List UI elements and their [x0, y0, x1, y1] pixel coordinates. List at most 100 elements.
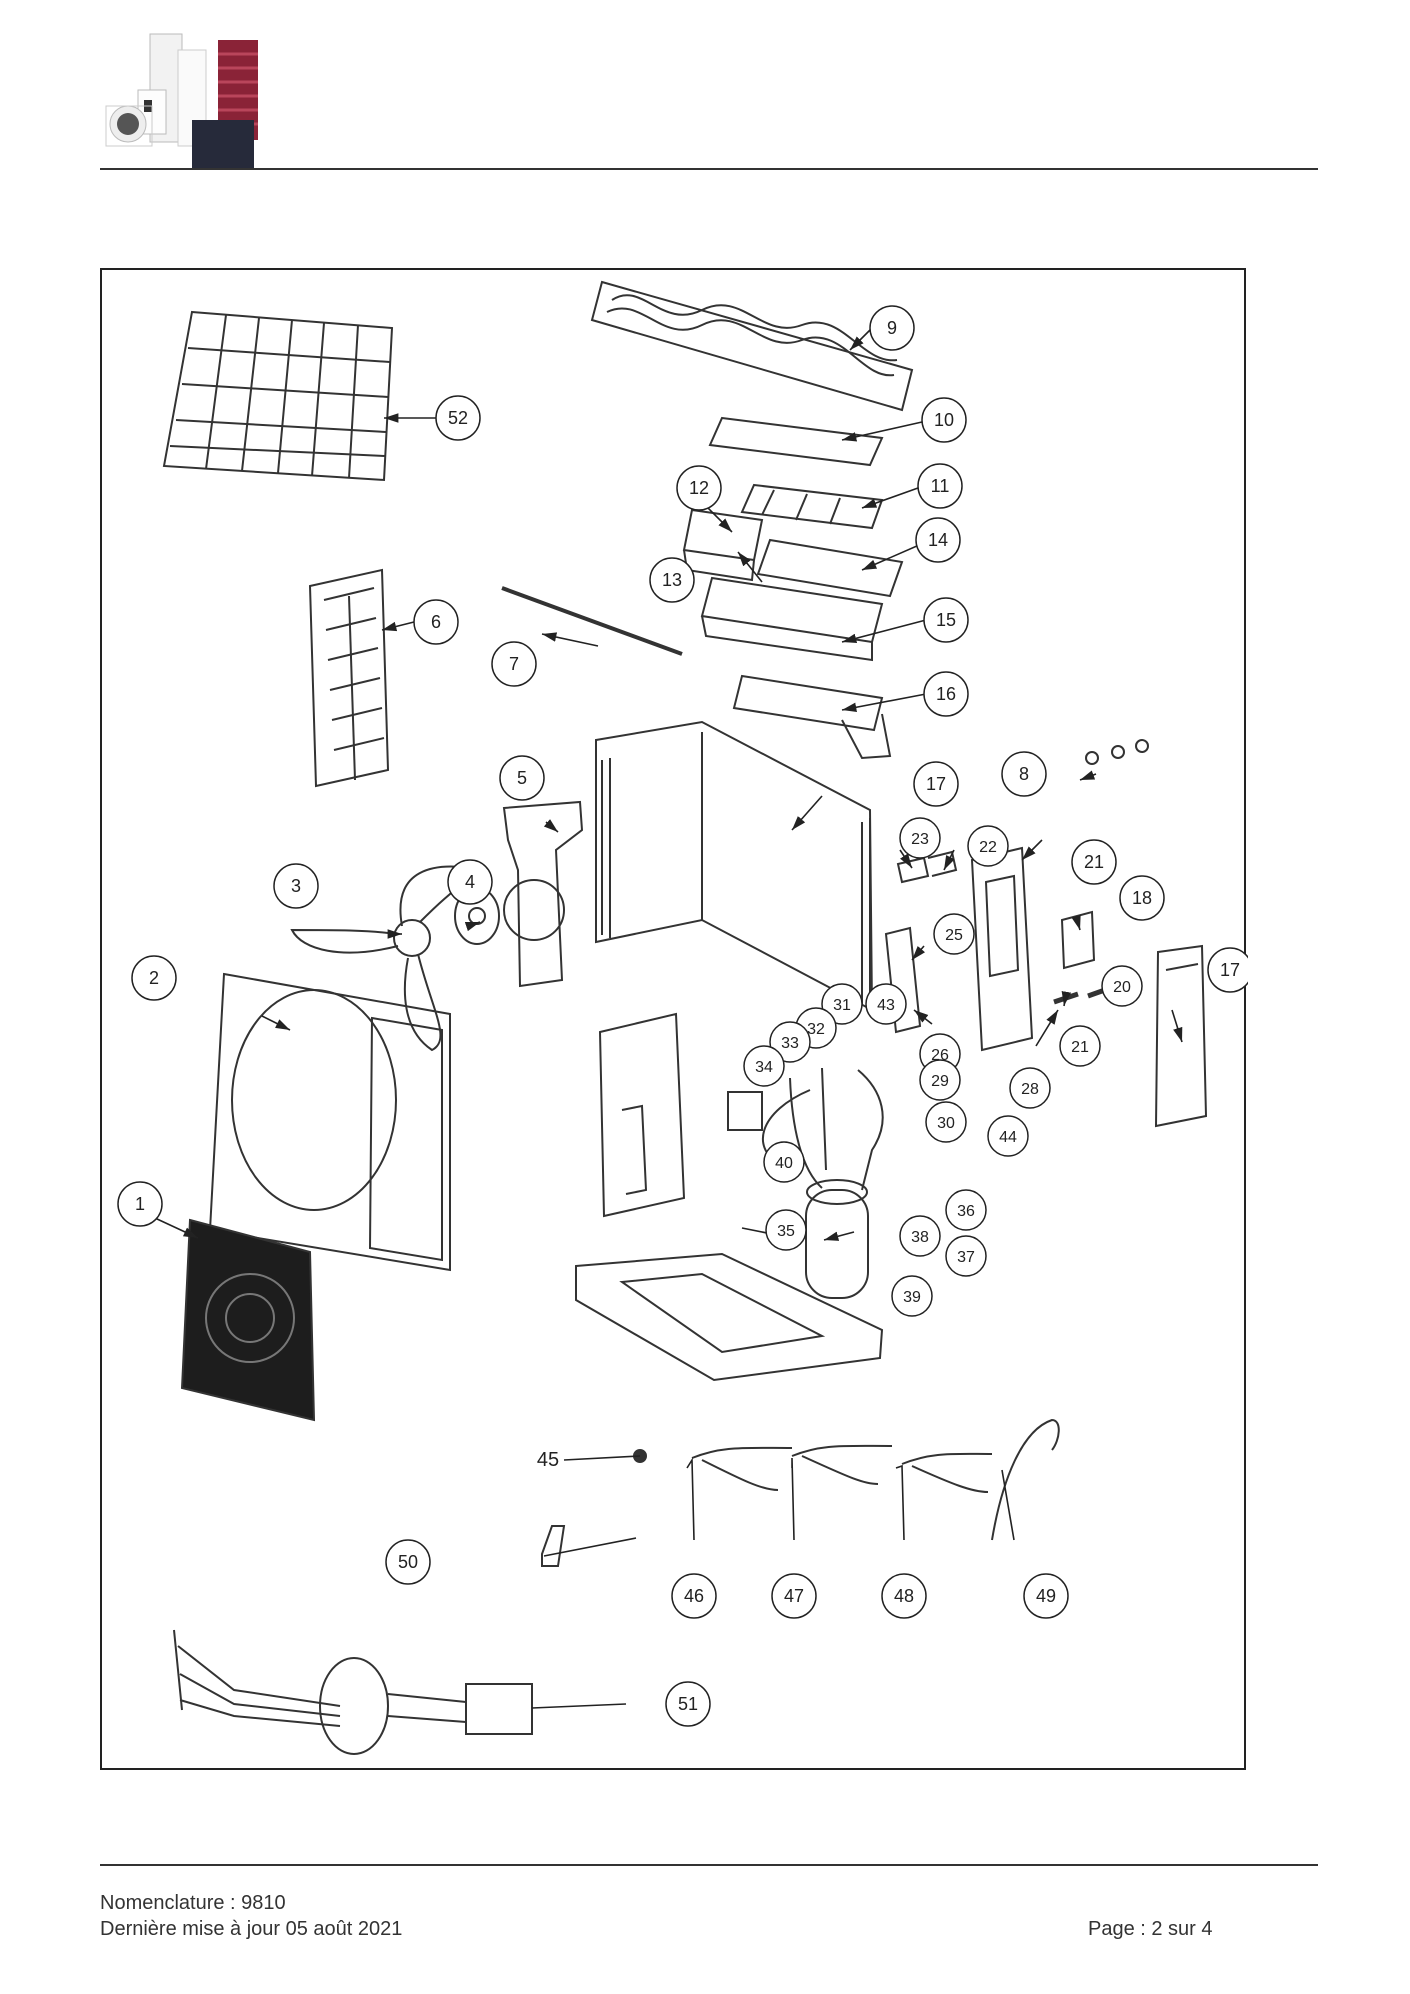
top-cover-drawing — [590, 280, 914, 412]
callout-13: 13 — [649, 557, 695, 603]
callout-22: 21 — [1071, 839, 1117, 885]
callout-7: 7 — [491, 641, 537, 687]
callout-8: 8 — [1001, 751, 1047, 797]
callout-38: 38 — [899, 1215, 941, 1257]
callout-39: 39 — [891, 1275, 933, 1317]
svg-text:3: 3 — [291, 876, 301, 896]
svg-text:18: 18 — [1132, 888, 1152, 908]
svg-text:52: 52 — [448, 408, 468, 428]
svg-text:23: 23 — [911, 831, 929, 848]
svg-text:48: 48 — [894, 1586, 914, 1606]
last-updated-label: Dernière mise à jour 05 août 2021 — [100, 1918, 403, 1940]
callout-11: 11 — [917, 463, 963, 509]
callout-3: 3 — [273, 863, 319, 909]
callout-31: 31 — [821, 983, 863, 1025]
svg-text:5: 5 — [517, 768, 527, 788]
callout-28: 28 — [1009, 1067, 1051, 1109]
callout-37: 37 — [945, 1235, 987, 1277]
svg-text:22: 22 — [979, 839, 997, 856]
svg-text:31: 31 — [833, 997, 851, 1014]
svg-text:28: 28 — [1021, 1081, 1039, 1098]
svg-text:47: 47 — [784, 1586, 804, 1606]
callout-4: 4 — [447, 859, 493, 905]
svg-text:13: 13 — [662, 570, 682, 590]
svg-text:36: 36 — [957, 1203, 975, 1220]
nomenclature-label: Nomenclature : 9810 — [100, 1892, 286, 1914]
svg-text:38: 38 — [911, 1229, 929, 1246]
svg-text:29: 29 — [931, 1073, 949, 1090]
callout-17: 17 — [913, 761, 959, 807]
callout-33: 33 — [769, 1021, 811, 1063]
svg-text:40: 40 — [775, 1155, 793, 1172]
fan-grille-drawing — [180, 1218, 316, 1422]
svg-text:14: 14 — [928, 530, 948, 550]
filter-panel-drawing — [308, 568, 390, 788]
svg-text:51: 51 — [678, 1694, 698, 1714]
callout-50: 50 — [385, 1539, 431, 1585]
svg-text:7: 7 — [509, 654, 519, 674]
svg-text:8: 8 — [1019, 764, 1029, 784]
svg-text:10: 10 — [934, 410, 954, 430]
callout-46: 46 — [671, 1573, 717, 1619]
svg-text:17: 17 — [926, 774, 946, 794]
svg-text:33: 33 — [781, 1035, 799, 1052]
svg-text:4: 4 — [465, 872, 475, 892]
callout-10: 10 — [921, 397, 967, 443]
svg-text:32: 32 — [807, 1021, 825, 1038]
callout-29: 29 — [919, 1059, 961, 1101]
callout-15: 15 — [923, 597, 969, 643]
callout-40: 40 — [763, 1141, 805, 1183]
callout-25: 25 — [933, 913, 975, 955]
svg-text:11: 11 — [931, 476, 950, 496]
exploded-view-frame: 52 9 10 11 12 13 14 15 16 17 8 7 6 5 4 3… — [100, 268, 1248, 1770]
callout-18: 17 — [1207, 947, 1248, 993]
svg-text:46: 46 — [684, 1586, 704, 1606]
svg-text:9: 9 — [887, 318, 897, 338]
exploded-view-diagram: 52 9 10 11 12 13 14 15 16 17 8 7 6 5 4 3… — [117, 280, 1248, 1755]
svg-text:17: 17 — [1220, 960, 1240, 980]
callout-35: 35 — [765, 1209, 807, 1251]
callout-51: 51 — [665, 1681, 711, 1727]
callout-19: 18 — [1119, 875, 1165, 921]
callout-16: 16 — [923, 671, 969, 717]
callout-12: 12 — [676, 465, 722, 511]
callout-2: 2 — [131, 955, 177, 1001]
callout-48: 48 — [881, 1573, 927, 1619]
svg-text:49: 49 — [1036, 1586, 1056, 1606]
callout-44: 44 — [987, 1115, 1029, 1157]
svg-text:15: 15 — [936, 610, 956, 630]
svg-text:16: 16 — [936, 684, 956, 704]
callout-30: 30 — [925, 1101, 967, 1143]
compressor-drawing — [805, 1179, 869, 1299]
svg-text:6: 6 — [431, 612, 441, 632]
callout-21: 21 — [1059, 1025, 1101, 1067]
header-divider — [100, 168, 1318, 170]
callout-1: 1 — [117, 1181, 163, 1227]
callout-47: 47 — [771, 1573, 817, 1619]
svg-text:21: 21 — [1071, 1039, 1089, 1056]
base-pan-drawing — [575, 1252, 884, 1382]
callout-49: 49 — [1023, 1573, 1069, 1619]
svg-text:1: 1 — [135, 1194, 145, 1214]
callout-9: 9 — [869, 305, 915, 351]
callout-24: 23 — [899, 817, 941, 859]
callout-52: 52 — [435, 395, 481, 441]
svg-text:45: 45 — [537, 1449, 559, 1471]
condenser-coil-drawing — [595, 720, 874, 1012]
wire-harness-drawing — [173, 1629, 533, 1755]
svg-text:30: 30 — [937, 1115, 955, 1132]
svg-text:44: 44 — [999, 1129, 1017, 1146]
svg-text:12: 12 — [689, 478, 709, 498]
page-number: Page : 2 sur 4 — [1088, 1918, 1213, 1940]
callout-23: 22 — [967, 825, 1009, 867]
svg-text:2: 2 — [149, 968, 159, 988]
wire-guard-drawing — [162, 310, 394, 482]
svg-text:34: 34 — [755, 1059, 773, 1076]
svg-text:39: 39 — [903, 1289, 921, 1306]
callout-5: 5 — [499, 755, 545, 801]
footer-divider — [100, 1864, 1318, 1866]
callout-43: 43 — [865, 983, 907, 1025]
callout-45: 45 — [537, 1449, 559, 1471]
callout-36: 36 — [945, 1189, 987, 1231]
product-range-logo — [105, 33, 258, 168]
